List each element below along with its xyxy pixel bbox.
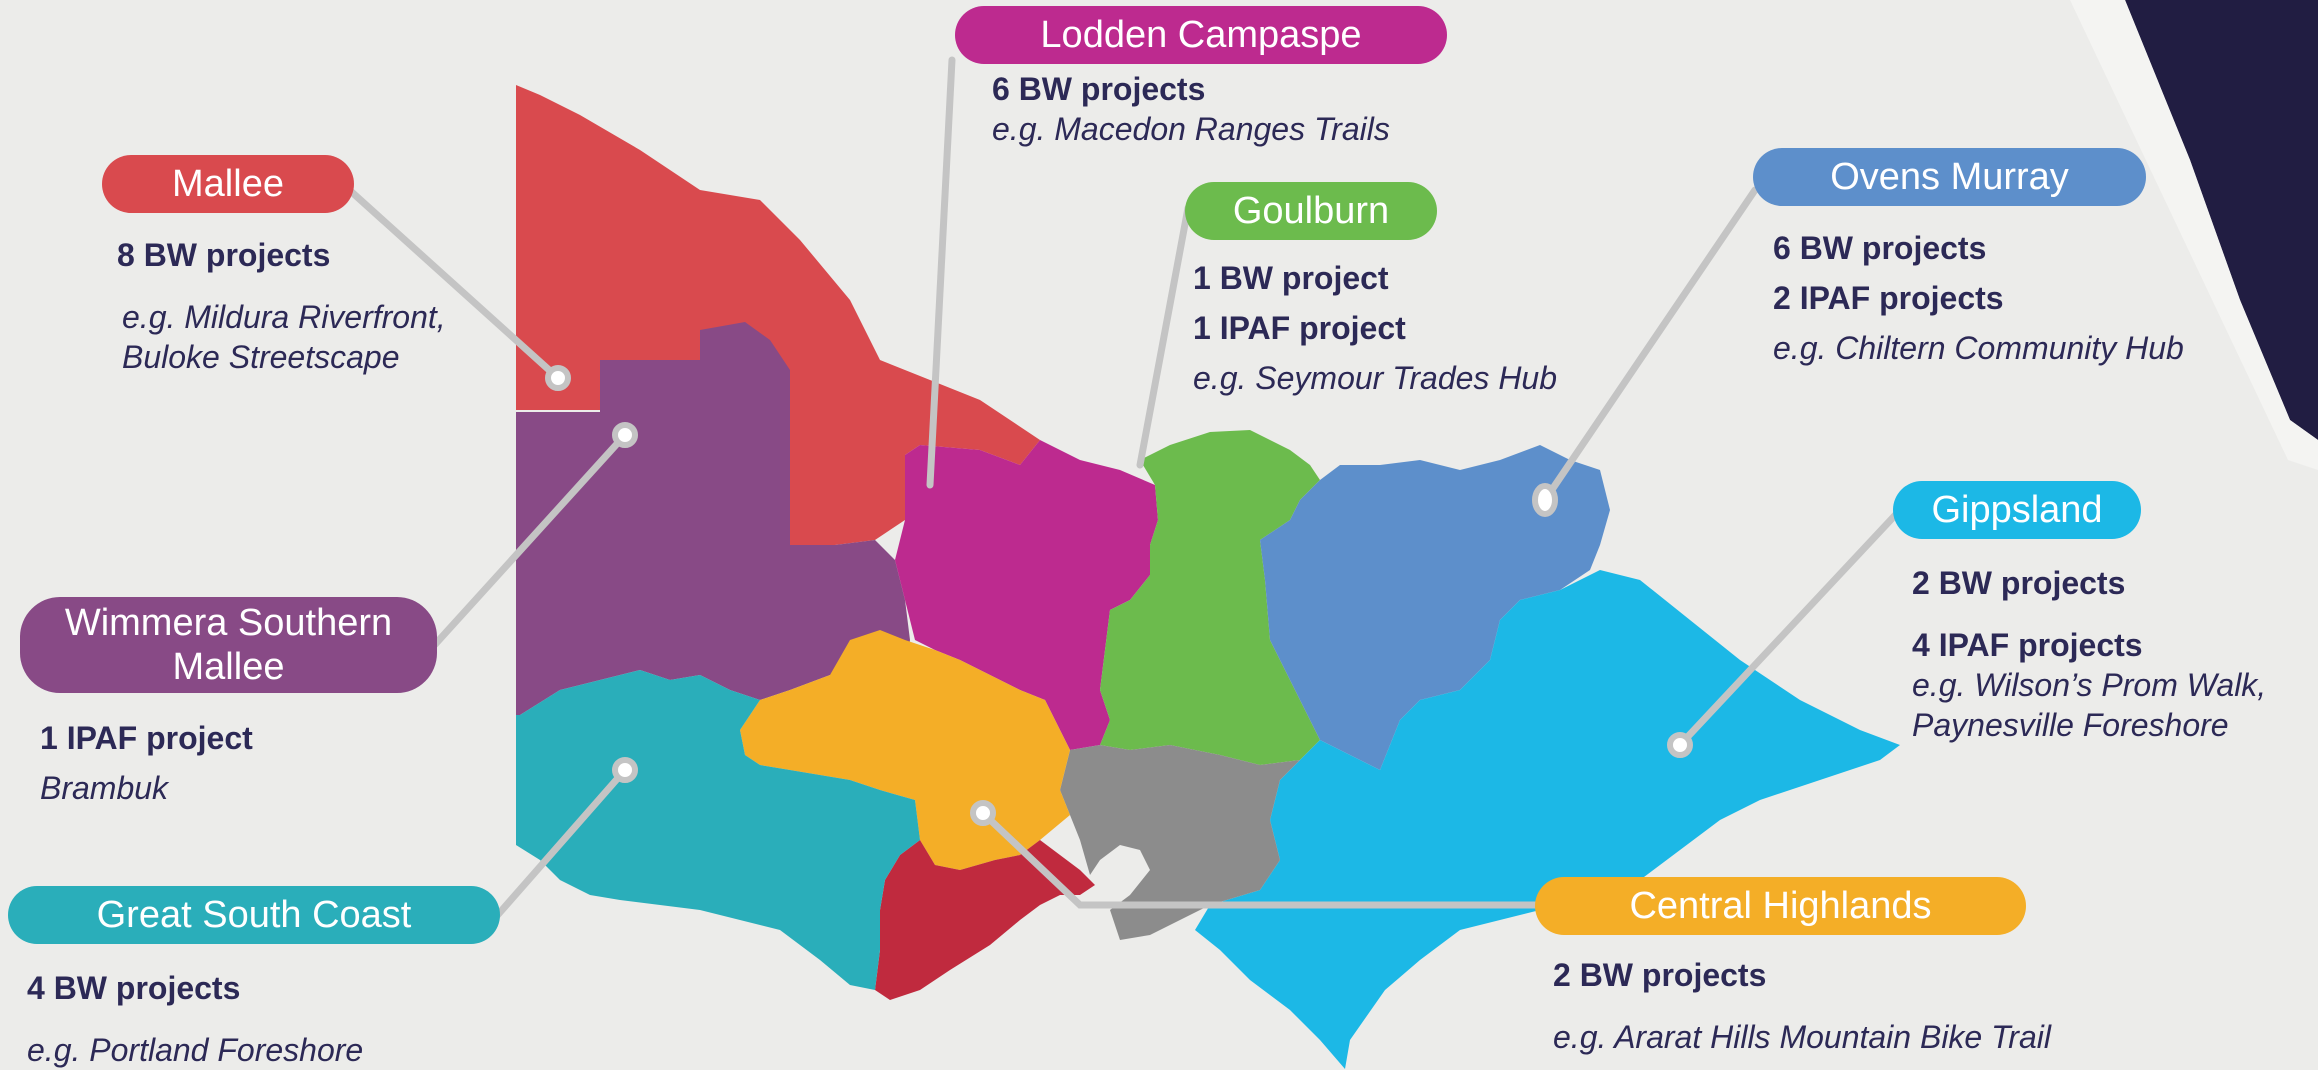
ovens-count-bw: 6 BW projects [1773, 230, 1987, 266]
connector-ovens [1541, 186, 1759, 504]
connector-goulburn [1136, 204, 1192, 469]
ovens-count-ipaf: 2 IPAF projects [1773, 280, 2004, 316]
info-great-south: 4 BW projects e.g. Portland Foreshore [27, 968, 507, 1070]
connector-mallee [341, 182, 562, 382]
connector-lines [341, 56, 1904, 922]
region-lodden[interactable] [895, 440, 1158, 750]
connector-lodden [926, 56, 956, 489]
info-mallee: 8 BW projects e.g. Mildura Riverfront, B… [117, 235, 477, 377]
corner-highlight [2070, 0, 2318, 470]
region-great-south-coast[interactable] [516, 670, 920, 990]
gippsland-example: e.g. Wilson’s Prom Walk, Paynesville For… [1912, 667, 2267, 743]
gippsland-count-ipaf: 4 IPAF projects [1912, 627, 2143, 663]
marker-great-south [612, 757, 638, 783]
goulburn-count-bw: 1 BW project [1193, 260, 1389, 296]
ovens-example: e.g. Chiltern Community Hub [1773, 330, 2184, 366]
mallee-example: e.g. Mildura Riverfront, Buloke Streetsc… [122, 299, 446, 375]
lodden-example: e.g. Macedon Ranges Trails [992, 111, 1390, 147]
label-wimmera-southern-mallee[interactable]: Wimmera Southern Mallee [20, 597, 437, 693]
marker-mallee [545, 365, 571, 391]
marker-central [970, 800, 996, 826]
info-wimmera: 1 IPAF project Brambuk [40, 718, 420, 808]
wimmera-count: 1 IPAF project [40, 720, 253, 756]
lodden-count: 6 BW projects [992, 71, 1206, 107]
info-central: 2 BW projects e.g. Ararat Hills Mountain… [1553, 955, 2153, 1057]
label-gippsland[interactable]: Gippsland [1893, 481, 2141, 539]
region-goulburn[interactable] [1100, 430, 1320, 765]
label-ovens-murray[interactable]: Ovens Murray [1753, 148, 2146, 206]
info-ovens: 6 BW projects 2 IPAF projects e.g. Chilt… [1773, 228, 2213, 368]
connector-gippsland [1676, 506, 1904, 749]
info-goulburn: 1 BW project 1 IPAF project e.g. Seymour… [1193, 258, 1633, 398]
central-count: 2 BW projects [1553, 957, 1767, 993]
connector-great-south [491, 766, 629, 922]
region-ovens-murray[interactable] [1260, 445, 1610, 770]
mallee-count: 8 BW projects [117, 237, 331, 273]
marker-gippsland [1667, 732, 1693, 758]
label-goulburn[interactable]: Goulburn [1185, 182, 1437, 240]
region-wimmera[interactable] [516, 322, 910, 715]
label-lodden-campaspe[interactable]: Lodden Campaspe [955, 6, 1447, 64]
label-great-south-coast[interactable]: Great South Coast [8, 886, 500, 944]
gippsland-count-bw: 2 BW projects [1912, 565, 2126, 601]
goulburn-count-ipaf: 1 IPAF project [1193, 310, 1406, 346]
region-geelong-barwon[interactable] [875, 840, 1095, 1000]
marker-wimmera [612, 422, 638, 448]
region-mallee[interactable] [516, 85, 1040, 545]
info-gippsland: 2 BW projects 4 IPAF projects e.g. Wilso… [1912, 563, 2312, 745]
region-markers [545, 365, 1693, 826]
central-example: e.g. Ararat Hills Mountain Bike Trail [1553, 1019, 2051, 1055]
great-south-count: 4 BW projects [27, 970, 241, 1006]
goulburn-example: e.g. Seymour Trades Hub [1193, 360, 1558, 396]
great-south-example: e.g. Portland Foreshore [27, 1032, 364, 1068]
marker-ovens [1532, 483, 1558, 517]
corner-decoration [2125, 0, 2318, 440]
connector-central [981, 811, 1544, 909]
label-mallee[interactable]: Mallee [102, 155, 354, 213]
label-central-highlands[interactable]: Central Highlands [1535, 877, 2026, 935]
connector-wimmera [426, 431, 629, 654]
wimmera-example: Brambuk [40, 770, 169, 806]
info-lodden: 6 BW projects e.g. Macedon Ranges Trails [992, 69, 1512, 149]
region-melbourne[interactable] [1060, 745, 1300, 940]
